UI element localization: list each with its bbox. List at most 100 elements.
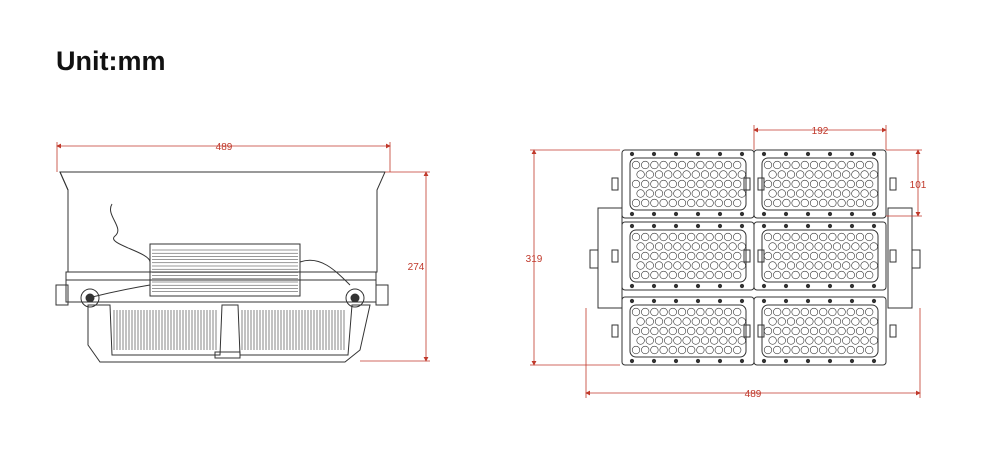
- led-lens-icon: [828, 198, 837, 208]
- led-lens-icon: [631, 345, 641, 355]
- side-width-label: 489: [216, 142, 233, 153]
- led-lens-icon: [636, 242, 645, 251]
- led-lens-icon: [842, 317, 851, 326]
- screw-icon: [629, 223, 635, 229]
- led-lens-icon: [705, 251, 714, 261]
- led-lens-icon: [700, 336, 710, 345]
- led-lens-icon: [705, 345, 714, 355]
- led-lens-icon: [631, 160, 641, 170]
- led-lens-icon: [855, 345, 865, 355]
- led-lens-icon: [865, 307, 874, 317]
- led-lens-icon: [796, 189, 805, 198]
- led-lens-icon: [786, 189, 796, 198]
- led-lens-icon: [773, 345, 782, 355]
- led-lens-icon: [828, 160, 837, 170]
- led-lens-icon: [650, 251, 659, 261]
- led-lens-icon: [659, 160, 668, 170]
- led-lens-icon: [668, 179, 677, 189]
- led-lens-icon: [700, 189, 710, 198]
- led-lens-icon: [641, 270, 650, 280]
- led-lens-icon: [714, 232, 723, 242]
- led-lens-icon: [673, 261, 682, 270]
- led-lens-icon: [800, 326, 809, 336]
- led-lens-icon: [682, 189, 691, 198]
- screw-icon: [827, 211, 833, 217]
- screw-icon: [805, 283, 811, 289]
- led-lens-icon: [714, 160, 723, 170]
- led-lens-icon: [796, 317, 805, 326]
- screw-icon: [783, 283, 789, 289]
- led-lens-icon: [677, 270, 687, 280]
- screw-icon: [871, 211, 877, 217]
- housing-frame: [65, 271, 377, 303]
- screw-icon: [629, 151, 635, 157]
- led-lens-icon: [837, 345, 846, 355]
- led-lens-icon: [777, 317, 786, 326]
- led-lens-icon: [832, 336, 842, 345]
- led-lens-icon: [733, 251, 742, 261]
- led-lens-icon: [869, 317, 878, 326]
- led-lens-icon: [664, 336, 673, 345]
- led-lens-icon: [851, 317, 860, 326]
- led-lens-icon: [723, 232, 733, 242]
- led-lens-icon: [691, 170, 700, 179]
- led-lens-icon: [773, 270, 782, 280]
- led-lens-icon: [819, 307, 828, 317]
- led-lens-icon: [832, 242, 842, 251]
- led-lens-icon: [705, 326, 714, 336]
- screw-icon: [739, 298, 745, 304]
- led-lens-icon: [737, 170, 746, 179]
- screw-icon: [783, 223, 789, 229]
- led-lens-icon: [691, 189, 700, 198]
- screw-icon: [827, 223, 833, 229]
- led-lens-icon: [668, 160, 677, 170]
- led-lens-icon: [705, 307, 714, 317]
- led-lens-icon: [723, 326, 733, 336]
- led-lens-icon: [705, 198, 714, 208]
- screw-icon: [651, 211, 657, 217]
- led-lens-icon: [791, 345, 800, 355]
- led-lens-icon: [855, 198, 865, 208]
- screw-icon: [761, 211, 767, 217]
- led-lens-icon: [791, 160, 800, 170]
- left-bracket: [55, 284, 69, 306]
- led-lens-icon: [710, 317, 719, 326]
- led-lens-icon: [664, 242, 673, 251]
- led-lens-icon: [865, 270, 874, 280]
- led-lens-icon: [846, 251, 855, 261]
- led-lens-icon: [842, 189, 851, 198]
- led-lens-icon: [714, 270, 723, 280]
- led-lens-icon: [641, 232, 650, 242]
- led-lens-icon: [819, 270, 828, 280]
- screw-icon: [629, 358, 635, 364]
- led-module: [611, 296, 765, 366]
- led-lens-icon: [782, 307, 791, 317]
- screw-icon: [761, 283, 767, 289]
- led-lens-icon: [763, 345, 773, 355]
- led-lens-icon: [641, 326, 650, 336]
- led-lens-icon: [860, 336, 869, 345]
- led-lens-icon: [763, 307, 773, 317]
- led-lens-icon: [723, 270, 733, 280]
- led-lens-icon: [682, 170, 691, 179]
- led-lens-icon: [714, 326, 723, 336]
- led-lens-icon: [723, 198, 733, 208]
- led-lens-icon: [786, 170, 796, 179]
- led-lens-icon: [800, 160, 809, 170]
- led-lens-icon: [819, 232, 828, 242]
- led-lens-icon: [696, 232, 705, 242]
- screw-icon: [695, 151, 701, 157]
- led-lens-icon: [809, 179, 819, 189]
- screw-icon: [629, 211, 635, 217]
- led-lens-icon: [641, 345, 650, 355]
- led-lens-icon: [855, 326, 865, 336]
- led-lens-icon: [809, 345, 819, 355]
- led-lens-icon: [733, 307, 742, 317]
- led-lens-icon: [645, 317, 654, 326]
- led-lens-icon: [763, 160, 773, 170]
- led-lens-icon: [846, 270, 855, 280]
- screw-icon: [651, 223, 657, 229]
- led-lens-icon: [809, 160, 819, 170]
- right-side-bracket: [887, 207, 913, 309]
- screw-icon: [695, 298, 701, 304]
